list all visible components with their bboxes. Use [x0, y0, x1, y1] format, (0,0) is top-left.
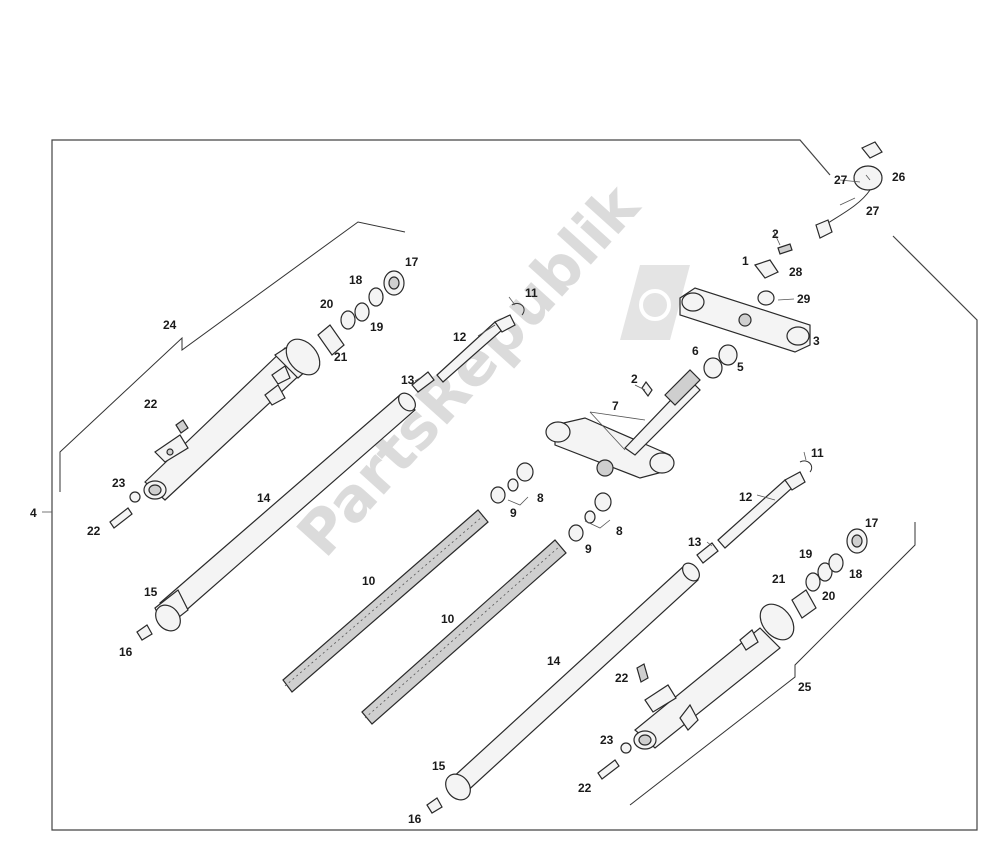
callout-1: 1 [742, 254, 749, 268]
callout-12: 12 [453, 330, 467, 344]
callout-2: 2 [772, 227, 779, 241]
bearing-set [641, 344, 738, 398]
callout-24: 24 [163, 318, 177, 332]
callout-20: 20 [822, 589, 836, 603]
callout-15: 15 [144, 585, 158, 599]
callout-21: 21 [334, 350, 348, 364]
left-fork-slider [143, 338, 321, 501]
callout-22: 22 [87, 524, 101, 538]
callout-2: 2 [631, 372, 638, 386]
callout-17: 17 [405, 255, 419, 269]
callout-17: 17 [865, 516, 879, 530]
callout-23: 23 [112, 476, 126, 490]
spring-caps [490, 462, 612, 542]
callout-4: 4 [30, 506, 37, 520]
left-fork-tube [136, 392, 416, 641]
callouts: 1 2 2 3 4 5 6 7 8 8 9 9 10 10 11 11 12 1… [30, 170, 906, 826]
watermark: PartsRepublik [284, 170, 690, 570]
callout-26: 26 [892, 170, 906, 184]
callout-25: 25 [798, 680, 812, 694]
upper-clamp-small-parts [754, 243, 793, 306]
right-fork-slider [633, 603, 795, 750]
callout-8: 8 [616, 524, 623, 538]
ignition-switch [815, 141, 883, 239]
callout-14: 14 [547, 654, 561, 668]
callout-21: 21 [772, 572, 786, 586]
bracket-24 [59, 221, 406, 492]
left-damper-rod [411, 302, 525, 393]
callout-18: 18 [849, 567, 863, 581]
springs [282, 509, 567, 725]
upper-triple-clamp [679, 287, 811, 353]
callout-20: 20 [320, 297, 334, 311]
callout-11: 11 [811, 446, 824, 460]
callout-9: 9 [585, 542, 592, 556]
callout-29: 29 [797, 292, 811, 306]
callout-22: 22 [578, 781, 592, 795]
callout-19: 19 [370, 320, 384, 334]
callout-16: 16 [119, 645, 133, 659]
callout-10: 10 [441, 612, 455, 626]
callout-15: 15 [432, 759, 446, 773]
left-bolt-22 [109, 419, 189, 529]
callout-6: 6 [692, 344, 699, 358]
callout-22: 22 [615, 671, 629, 685]
right-seal-set [791, 528, 868, 619]
right-fork-tube [426, 562, 700, 814]
callout-11: 11 [525, 286, 538, 300]
callout-10: 10 [362, 574, 376, 588]
callout-7: 7 [612, 399, 619, 413]
callout-28: 28 [789, 265, 803, 279]
callout-27: 27 [866, 204, 880, 218]
callout-12: 12 [739, 490, 753, 504]
brackets-small [507, 179, 861, 529]
assembly-frame [51, 139, 978, 831]
callout-19: 19 [799, 547, 813, 561]
callout-13: 13 [401, 373, 415, 387]
bracket-25 [629, 522, 916, 806]
lower-triple-clamp [545, 369, 701, 479]
callout-16: 16 [408, 812, 422, 826]
callout-23: 23 [600, 733, 614, 747]
callout-22: 22 [144, 397, 158, 411]
callout-5: 5 [737, 360, 744, 374]
callout-8: 8 [537, 491, 544, 505]
callout-13: 13 [688, 535, 702, 549]
callout-9: 9 [510, 506, 517, 520]
right-bolt-22 [597, 663, 649, 780]
leader-lines [414, 174, 871, 547]
callout-18: 18 [349, 273, 363, 287]
right-damper-rod [696, 460, 813, 564]
left-seal-set [317, 270, 405, 356]
callout-14: 14 [257, 491, 271, 505]
callout-27: 27 [834, 173, 848, 187]
callout-3: 3 [813, 334, 820, 348]
